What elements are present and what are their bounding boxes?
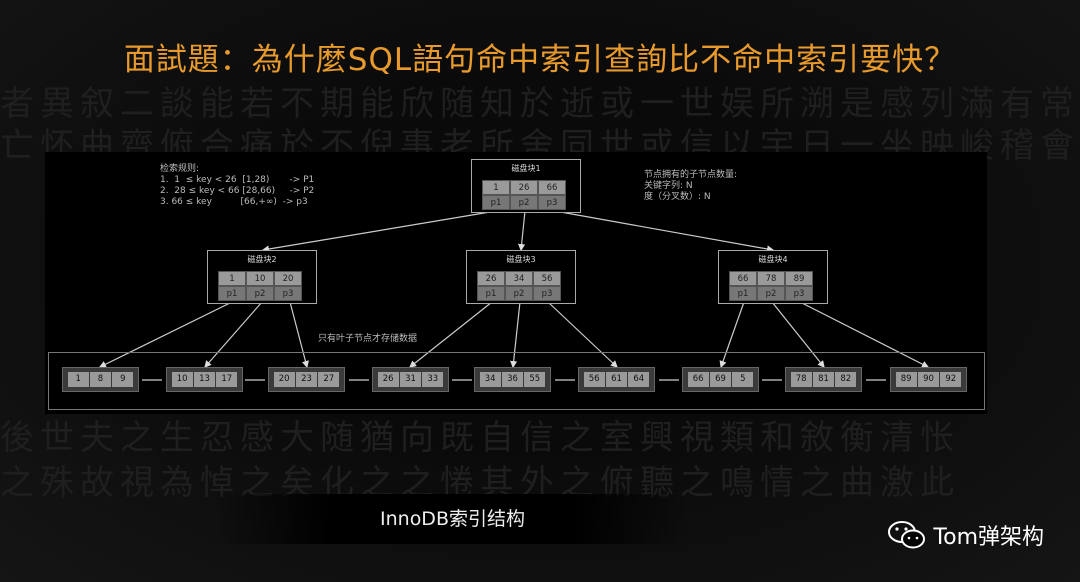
- leaf-key: 90: [917, 372, 939, 387]
- leaf-key: 81: [812, 372, 834, 387]
- leaf-key: 78: [790, 372, 812, 387]
- leaf-key: 56: [583, 372, 605, 387]
- leaf-key: 5: [732, 372, 754, 387]
- leaf-key: 89: [895, 372, 917, 387]
- calligraphy-background: 者異叙二談能若不期能欣随知於逝或一世娱所溯是感列滿有常于: [0, 84, 1080, 124]
- leaf-key: 13: [193, 372, 215, 387]
- leaf-key: 9: [112, 372, 134, 387]
- leaf-key: 10: [171, 372, 193, 387]
- leaf-key: 8: [89, 372, 111, 387]
- leaf-key: 82: [835, 372, 857, 387]
- leaf-key: 69: [709, 372, 731, 387]
- leaf-key: 92: [940, 372, 962, 387]
- leaf-key: 27: [318, 372, 340, 387]
- leaf-key: 23: [295, 372, 317, 387]
- leaf-row: [48, 352, 985, 410]
- wechat-icon: [888, 521, 926, 549]
- watermark-text: Tom弹架构: [933, 525, 1044, 550]
- leaf-key: 36: [501, 372, 523, 387]
- caption: InnoDB索引结构: [215, 494, 690, 544]
- leaf-key: 33: [422, 372, 444, 387]
- leaf-key: 26: [377, 372, 399, 387]
- leaf-key: 66: [687, 372, 709, 387]
- leaf-key: 55: [524, 372, 546, 387]
- leaf-key: 17: [216, 372, 238, 387]
- page-title: 面試題：為什麼SQL語句命中索引查詢比不命中索引要快？: [123, 42, 957, 78]
- calligraphy-background: 後世夫之生忍感大随猶向既自信之室興視類和敘衡清怅: [0, 418, 960, 458]
- leaf-note: 只有叶子节点才存储数据: [318, 334, 418, 344]
- leaf-key: 61: [605, 372, 627, 387]
- leaf-key: 1: [67, 372, 89, 387]
- leaf-key: 31: [399, 372, 421, 387]
- leaf-key: 64: [628, 372, 650, 387]
- leaf-key: 20: [273, 372, 295, 387]
- leaf-key: 34: [479, 372, 501, 387]
- watermark: Tom弹架构: [887, 519, 1044, 551]
